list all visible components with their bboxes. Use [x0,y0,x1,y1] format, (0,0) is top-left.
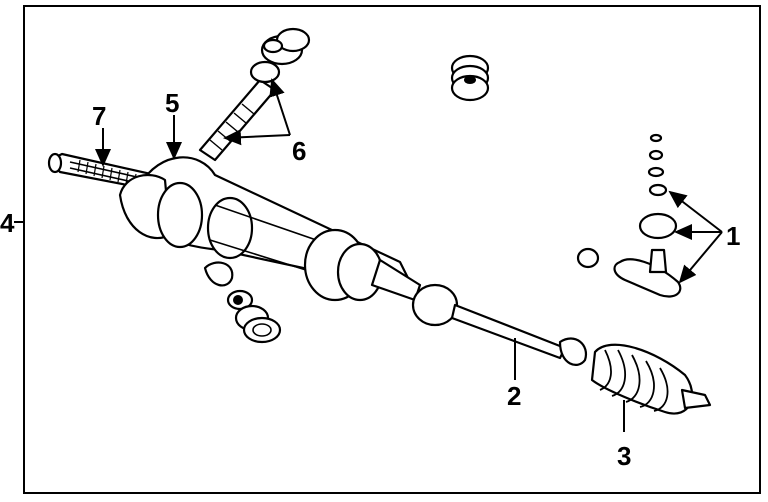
adjuster-spring [450,54,490,102]
callout-7: 7 [92,101,106,131]
callout-3: 3 [617,441,631,471]
callout-leaders [14,78,723,432]
outer-tie-rod-end [576,133,682,298]
callout-4: 4 [0,208,15,238]
diagram-frame [23,5,761,494]
yoke-assembly [203,261,282,344]
callout-2: 2 [507,381,521,411]
callout-1: 1 [726,221,740,251]
pinion-shaft [198,27,311,162]
rack-housing [47,152,422,302]
callout-5: 5 [165,88,179,118]
callout-6: 6 [292,136,306,166]
inner-tie-rod [411,283,588,366]
rack-boot [590,343,712,415]
